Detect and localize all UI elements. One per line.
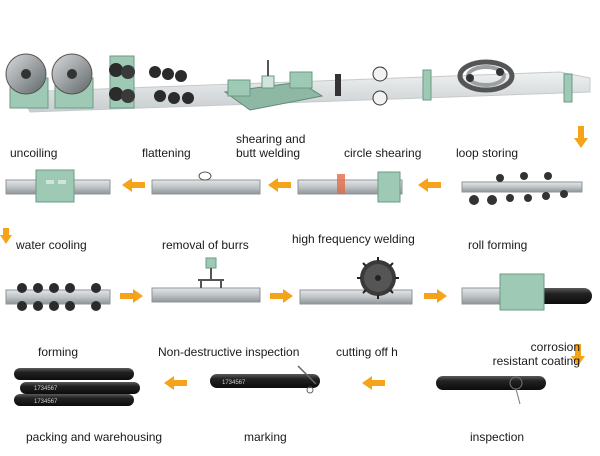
step-label-inspection: inspection — [470, 430, 525, 444]
step-label-cutting-off: cutting off h — [336, 345, 398, 359]
pipe-mark-text: 1734567 — [222, 380, 246, 386]
flow-arrow-down-icon — [574, 126, 588, 148]
step-label-removal-of-burrs: removal of burrs — [162, 238, 249, 252]
flow-arrow-left-icon — [418, 178, 441, 192]
flow-arrow-left-icon — [164, 376, 187, 390]
guide-roll-icon — [563, 73, 573, 103]
coil-icon — [5, 53, 49, 109]
circle-shear-icon — [335, 66, 388, 106]
step-label-line: resistant coating — [492, 354, 580, 368]
step-label-non-destructive-inspection: Non-destructive inspection — [158, 345, 300, 359]
step-label-packing-and-warehousing: packing and warehousing — [26, 430, 163, 444]
roll-forming-illustration — [461, 273, 592, 311]
step-label-circle-shearing: circle shearing — [344, 146, 422, 160]
flow-arrow-right-icon — [120, 289, 143, 303]
flattening-illustration — [151, 171, 261, 195]
guide-roll-icon — [422, 69, 432, 101]
hf-welding-illustration — [299, 257, 413, 305]
step-label-roll-forming: roll forming — [468, 238, 528, 252]
welding-machine-icon — [223, 60, 324, 111]
pipe-mark-text: 1734567 — [34, 399, 58, 405]
flow-arrow-left-icon — [362, 376, 385, 390]
row-3: 1734567 1734567 1734567 — [14, 365, 546, 406]
flow-arrow-left-icon — [122, 178, 145, 192]
top-production-line — [5, 53, 591, 113]
step-label-high-frequency-welding: high frequency welding — [292, 232, 415, 246]
step-label-uncoiling: uncoiling — [10, 146, 58, 160]
pipe-mark-text: 1734567 — [34, 386, 58, 392]
packing-illustration: 1734567 1734567 — [14, 368, 140, 406]
step-label-water-cooling: water cooling — [16, 238, 87, 252]
flattening-rollers-icon — [109, 55, 194, 109]
step-label-shearing-butt-welding: shearing and butt welding — [236, 132, 326, 160]
row-1 — [0, 126, 588, 244]
step-label-loop-storing: loop storing — [456, 146, 519, 160]
step-label-flattening: flattening — [142, 146, 191, 160]
marking-illustration: 1734567 — [210, 365, 320, 394]
flow-arrow-left-icon — [268, 178, 291, 192]
row-2 — [5, 257, 592, 366]
water-cooling-illustration — [5, 283, 111, 311]
step-label-line: butt welding — [236, 146, 301, 160]
step-label-marking: marking — [244, 430, 287, 444]
inspection-illustration — [436, 376, 546, 405]
flow-arrow-down-icon — [571, 344, 585, 366]
loop-storage-icon — [457, 59, 515, 93]
coil-icon — [51, 53, 94, 109]
burr-removal-illustration — [151, 257, 261, 303]
loop-storing-illustration — [461, 172, 583, 205]
flow-arrow-right-icon — [424, 289, 447, 303]
step-label-corrosion-resistant-coating: corrosion resistant coating — [484, 340, 580, 368]
step-label-forming: forming — [38, 345, 79, 359]
step-label-line: corrosion — [530, 340, 580, 354]
step-label-line: shearing and — [236, 132, 306, 146]
flow-arrow-right-icon — [270, 289, 293, 303]
flow-arrow-down-icon — [0, 228, 12, 244]
uncoiling-illustration — [5, 169, 111, 203]
shearing-illustration — [297, 171, 403, 203]
